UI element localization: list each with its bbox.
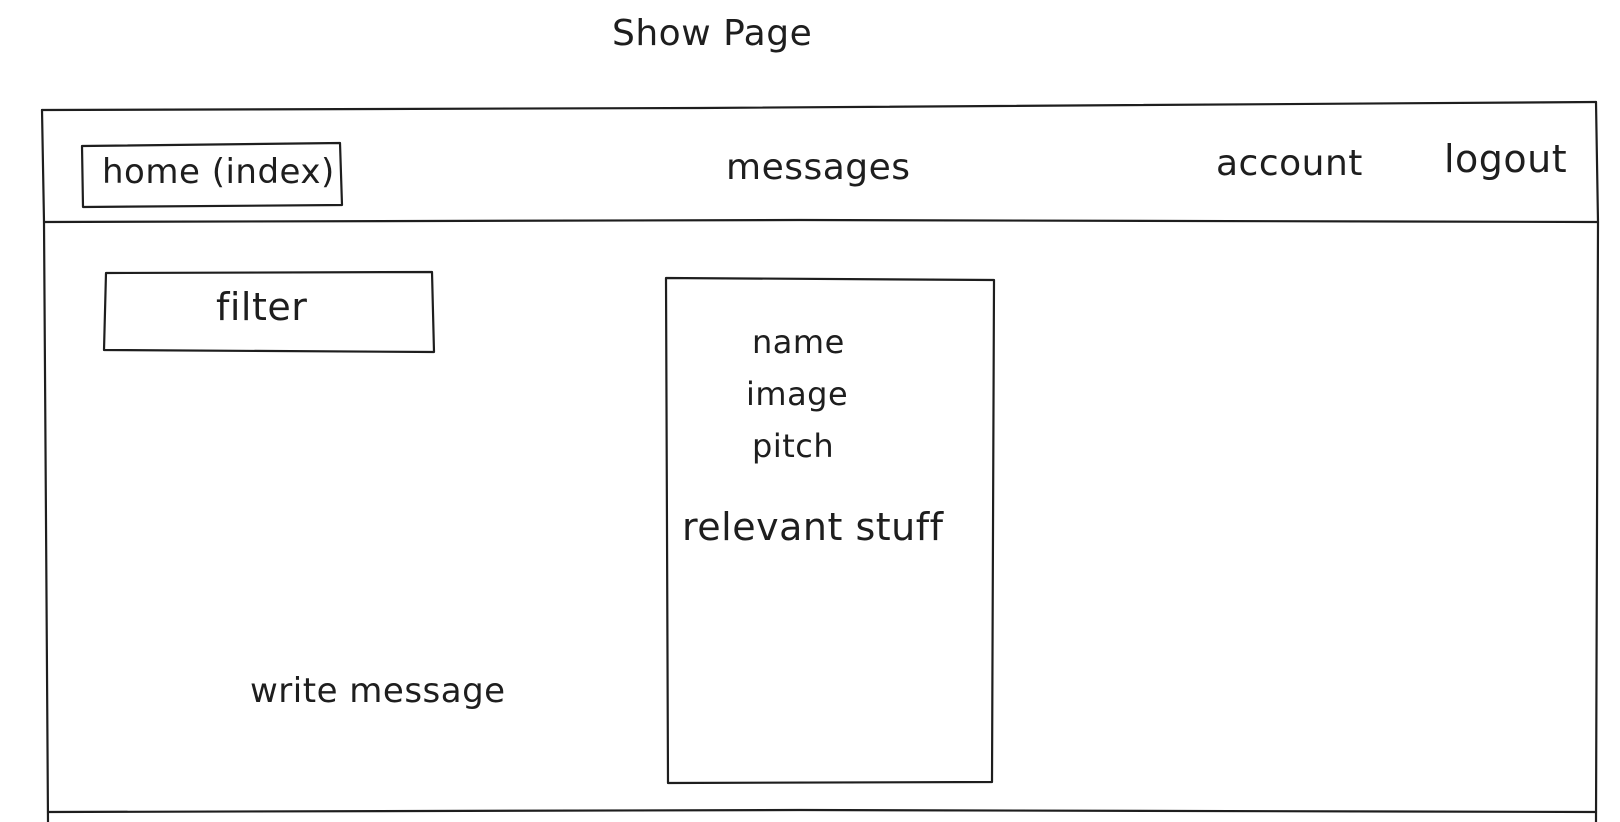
nav-account-link[interactable]: account [1216, 143, 1363, 184]
navbar-divider [42, 218, 1600, 224]
nav-messages-link[interactable]: messages [726, 147, 911, 188]
window-frame-left [40, 108, 50, 822]
page-title: Show Page [612, 13, 813, 54]
filter-box-outline [102, 270, 436, 354]
filter-button[interactable]: filter [216, 285, 308, 329]
nav-home-button[interactable]: home (index) [102, 152, 335, 192]
profile-card-outline [664, 276, 996, 785]
profile-name: name [752, 323, 845, 361]
profile-relevant-stuff: relevant stuff [682, 505, 944, 549]
nav-logout-link[interactable]: logout [1444, 137, 1568, 181]
window-frame-top [40, 100, 1598, 112]
window-frame-right [1594, 100, 1600, 822]
home-box-outline [80, 141, 344, 209]
footer-divider [46, 808, 1598, 814]
write-message-button[interactable]: write message [250, 671, 506, 711]
profile-pitch: pitch [752, 427, 835, 465]
profile-image: image [746, 375, 849, 413]
